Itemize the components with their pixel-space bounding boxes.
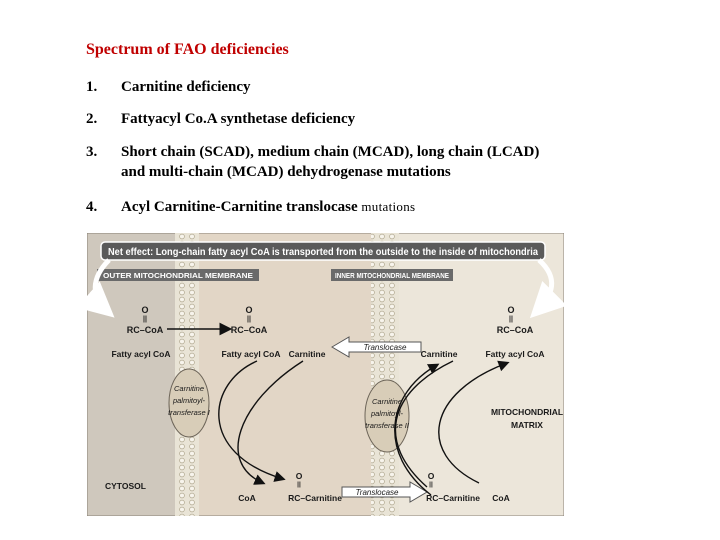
reaction-arrow [394, 363, 440, 496]
item-text: Acyl Carnitine-Carnitine translocase mut… [121, 197, 681, 217]
svg-text:||: || [143, 316, 147, 323]
rc-carnitine-label: RC–Carnitine [288, 493, 342, 503]
translocase-label: Translocase [364, 343, 408, 352]
oxygen-label: O [507, 305, 514, 315]
oxygen-label: O [141, 305, 148, 315]
net-effect-arrow-right [529, 258, 564, 319]
coa-label: CoA [492, 493, 509, 503]
cpt1-label: Carnitine [174, 384, 204, 393]
item-text: Short chain (SCAD), medium chain (MCAD),… [121, 142, 681, 182]
rc-coa-label: RC–CoA [127, 325, 164, 335]
cytosol-label: CYTOSOL [105, 481, 146, 491]
translocase-label: Translocase [356, 488, 400, 497]
cpt2-label: transferase II [365, 421, 409, 430]
rc-carnitine-label: RC–Carnitine [426, 493, 480, 503]
carnitine-label: Carnitine [421, 349, 458, 359]
net-effect-banner [100, 241, 546, 261]
rc-coa-label: RC–CoA [497, 325, 534, 335]
svg-text:||: || [429, 481, 433, 488]
cpt1-label: palmitoyl- [172, 396, 206, 405]
inner-membrane-label: INNER MITOCHONDRIAL MEMBRANE [335, 271, 449, 280]
item-number: 2. [86, 111, 98, 127]
coa-label: CoA [238, 493, 255, 503]
cpt2-label: palmitoyl- [370, 409, 404, 418]
oxygen-label: O [428, 471, 435, 481]
item-text-line2: and multi-chain (MCAD) dehydrogenase mut… [121, 164, 451, 180]
cpt2-enzyme [364, 379, 410, 453]
reaction-arrow [438, 360, 510, 484]
fatty-acyl-coa-label: Fatty acyl CoA [485, 349, 544, 359]
fatty-acyl-coa-label: Fatty acyl CoA [221, 349, 280, 359]
item-number: 3. [86, 144, 98, 160]
rc-coa-label: RC–CoA [231, 325, 268, 335]
translocase-arrow-lower [341, 481, 428, 503]
page-title: Spectrum of FAO deficiencies [86, 41, 289, 58]
cpt1-label: transferase I [168, 408, 210, 417]
translocase-arrow-upper [331, 336, 422, 358]
outer-membrane-label: OUTER MITOCHONDRIAL MEMBRANE [103, 271, 253, 280]
item-text-suffix: mutations [361, 199, 416, 214]
item-number: 4. [86, 199, 98, 215]
oxygen-label: O [245, 305, 252, 315]
svg-text:||: || [247, 316, 251, 323]
oxygen-label: O [296, 471, 303, 481]
net-effect-text: Net effect: Long-chain fatty acyl CoA is… [108, 247, 538, 258]
cpt1-enzyme [168, 368, 210, 438]
svg-text:||: || [297, 481, 301, 488]
svg-text:||: || [509, 316, 513, 323]
item-number: 1. [86, 79, 98, 95]
item-text: Carnitine deficiency [121, 79, 251, 95]
carnitine-shuttle-figure: Net effect: Long-chain fatty acyl CoA is… [87, 233, 564, 516]
matrix-label: MATRIX [511, 420, 543, 430]
item-text-main: Acyl Carnitine-Carnitine translocase [121, 199, 358, 215]
reaction-arrow [218, 360, 286, 482]
cpt2-label: Carnitine [372, 397, 402, 406]
reaction-arrow [237, 360, 304, 485]
carnitine-label: Carnitine [289, 349, 326, 359]
item-text-line1: Short chain (SCAD), medium chain (MCAD),… [121, 144, 540, 160]
net-effect-arrow-left [87, 258, 115, 318]
matrix-label: MITOCHONDRIAL [491, 407, 563, 417]
item-text: Fattyacyl Co.A synthetase deficiency [121, 111, 356, 127]
fatty-acyl-coa-label: Fatty acyl CoA [111, 349, 170, 359]
